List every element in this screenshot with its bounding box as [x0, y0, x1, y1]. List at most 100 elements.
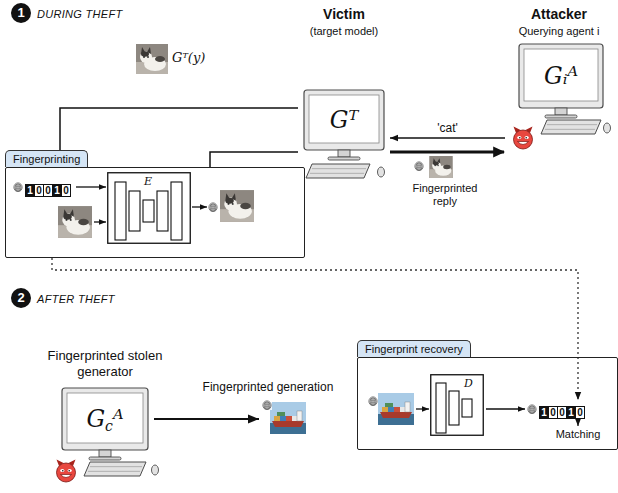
graphic-part: [306, 164, 370, 178]
network-shape: [430, 374, 484, 436]
netlbl-text: D: [464, 378, 473, 390]
graphic-part: [545, 129, 595, 130]
fingerprint-icon: [262, 400, 272, 410]
graphic-part: [304, 90, 384, 150]
bit-string: 10010: [26, 180, 71, 198]
step-number: 1: [11, 3, 31, 23]
graphic-part: [309, 95, 379, 143]
head-text: Attacker: [505, 6, 613, 23]
math-glyph: ᴬ: [113, 405, 124, 433]
output-label: Gᵀ(y): [172, 50, 205, 66]
fingerprint-icon: [527, 404, 537, 414]
cat-image: [220, 190, 254, 222]
graphic-part: [462, 399, 472, 417]
caption-label: Matching: [548, 428, 608, 441]
fingerprint-icon: [414, 161, 424, 171]
cap-text: Fingerprinted stolen generator: [30, 348, 180, 380]
graphic-part: [545, 115, 577, 118]
caption-label: Fingerprinted reply: [400, 182, 490, 208]
graphic-part: [67, 393, 143, 443]
bit-cell: 0: [575, 406, 585, 419]
graphic-part: [547, 124, 597, 125]
computer-node: AttackerQuerying agent i Gᵢᴬ: [505, 4, 613, 164]
cat-image: [136, 44, 168, 74]
connector: [210, 152, 298, 167]
graphic-part: [115, 182, 126, 240]
phase-title: AFTER THEFT: [37, 293, 115, 306]
connector: [390, 151, 504, 154]
computer-node: Victim (target model) Gᵀ: [298, 4, 390, 194]
caption-label: Fingerprinted generation: [190, 380, 346, 395]
flow-arrow: [486, 408, 525, 409]
graphic-part: [310, 173, 364, 174]
flow-arrow: [94, 221, 106, 222]
bit-string: 10010: [540, 402, 585, 420]
tab-text: Fingerprint recovery: [357, 340, 471, 357]
cat-image: [58, 206, 92, 238]
edge-label: 'cat': [435, 121, 460, 135]
flow-arrow: [192, 206, 207, 207]
graphic-part: [143, 200, 154, 222]
graphic-part: [152, 465, 159, 475]
graphic-part: [84, 462, 146, 476]
fingerprint-icon: [13, 182, 23, 192]
graphic-part: [519, 44, 603, 108]
graphic-part: [524, 49, 598, 101]
math-glyph: c: [105, 418, 113, 434]
graphic-part: [431, 375, 484, 436]
ship-image: [270, 402, 306, 434]
graphic-part: [378, 167, 385, 177]
flow-arrow: [154, 418, 259, 420]
devil-icon: [514, 127, 533, 150]
graphic-part: [88, 471, 140, 472]
graphic-part: [312, 168, 366, 169]
scr-text: Gcᴬ: [62, 404, 148, 441]
tab-text: Fingerprinting: [5, 150, 88, 167]
fingerprint-icon: [368, 396, 378, 406]
encoder-network: E: [107, 172, 191, 244]
graphic-part: [555, 108, 567, 115]
graphic-part: [99, 450, 111, 457]
decoder-network: D: [430, 374, 484, 436]
panel-box: FingerprintingE: [5, 150, 305, 258]
graphic-part: [328, 157, 360, 160]
scr-text: Gᵢᴬ: [519, 61, 603, 91]
connector: [390, 137, 505, 138]
graphic-part: [604, 123, 611, 133]
head-text: Victim: [298, 6, 390, 23]
step-number: 2: [11, 288, 31, 308]
graphic-part: [541, 120, 601, 134]
sub-text: (target model): [298, 25, 390, 38]
math-glyph: G: [544, 62, 563, 90]
flow-arrow: [76, 186, 106, 187]
math-glyph: ᵀ: [348, 106, 358, 134]
math-glyph: ᴬ: [567, 62, 578, 90]
graphic-part: [157, 191, 168, 231]
ship-image: [378, 393, 414, 425]
graphic-part: [129, 191, 140, 231]
math-glyph: ᵢ: [563, 62, 568, 90]
netlbl-text: E: [144, 176, 152, 188]
graphic-part: [62, 388, 148, 450]
connector: [60, 108, 298, 150]
flow-arrow: [416, 408, 429, 409]
scr-text: Gᵀ: [304, 105, 384, 135]
graphic-part: [90, 466, 142, 467]
computer-node: Fingerprinted stolen generatorGcᴬ: [30, 348, 180, 488]
graphic-part: [449, 391, 459, 425]
bit-cell: 0: [61, 184, 71, 197]
graphic-part: [108, 173, 191, 244]
graphic-part: [436, 383, 446, 433]
fingerprint-icon: [208, 202, 218, 212]
devil-icon: [57, 460, 76, 483]
cat-image: [429, 156, 452, 178]
graphic-part: [338, 150, 350, 157]
math-glyph: G: [86, 405, 105, 433]
math-glyph: G: [330, 106, 349, 134]
graphic-part: [89, 457, 121, 460]
graphic-part: [171, 182, 182, 240]
sub-text: Querying agent i: [505, 25, 613, 38]
phase-title: DURING THEFT: [37, 8, 122, 21]
